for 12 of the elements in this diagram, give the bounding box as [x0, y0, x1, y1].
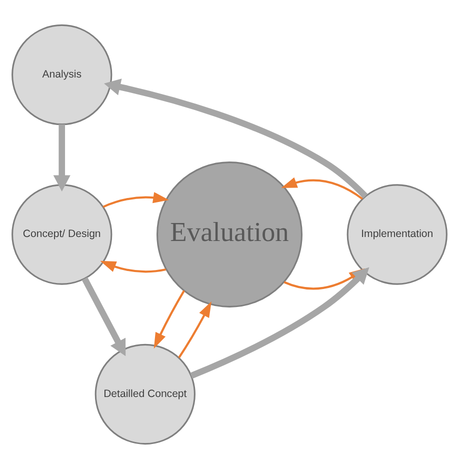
node-circle: Concept/ Design — [12, 184, 112, 284]
node-circle: Analysis — [12, 24, 112, 125]
arrow — [100, 260, 166, 272]
arrow — [178, 300, 212, 358]
arrow — [104, 78, 368, 198]
arrow — [53, 124, 70, 192]
arrow — [154, 290, 185, 348]
arrow — [102, 192, 169, 208]
arrow — [82, 276, 126, 356]
node-circle: Evaluation — [156, 161, 303, 308]
node-circle: Detailled Concept — [94, 343, 196, 444]
arrow — [281, 176, 363, 200]
